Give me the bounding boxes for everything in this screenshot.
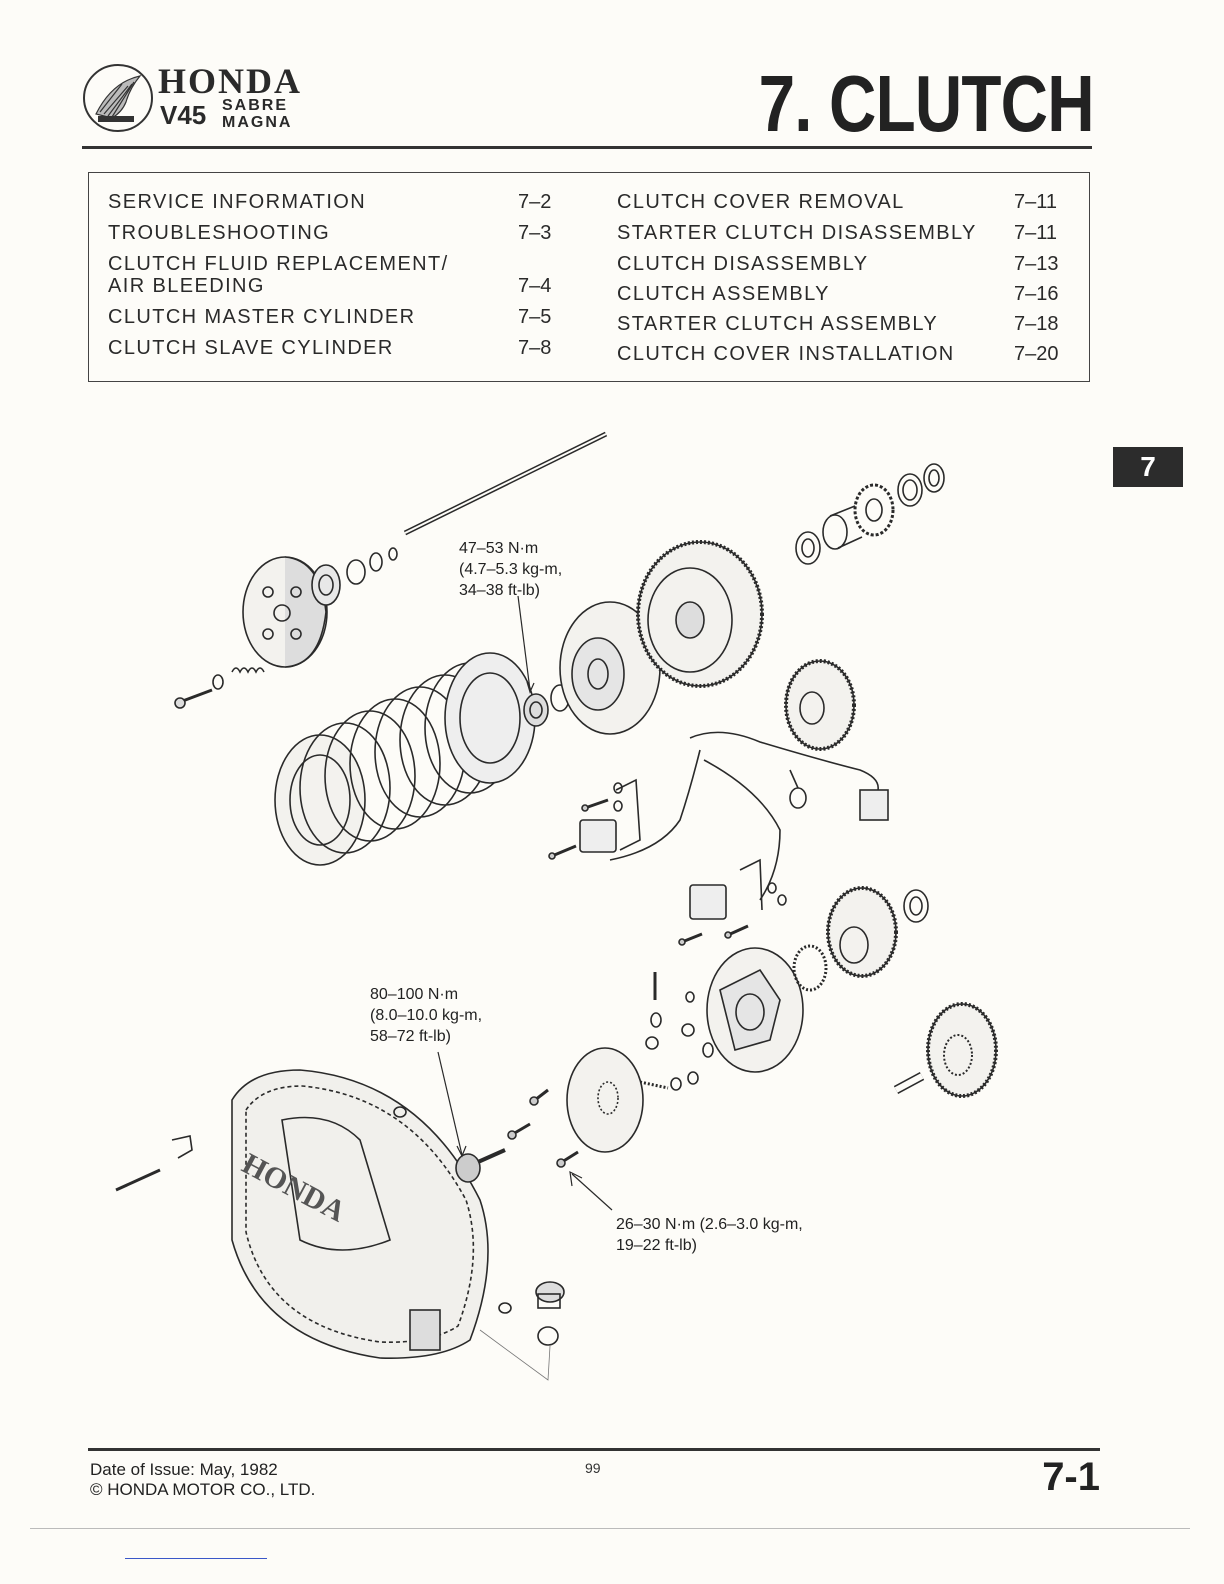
header-rule (82, 146, 1092, 149)
toc-entry-clutch-slave-cylinder[interactable]: CLUTCH SLAVE CYLINDER (108, 337, 394, 359)
cover-dowel-pins (393, 1106, 512, 1314)
pickup-mount-bolts (548, 782, 787, 946)
toc-page: 7–5 (518, 306, 552, 328)
pulse-generator-wiring (579, 731, 889, 920)
clutch-exploded-diagram: HONDA (115, 431, 998, 1381)
torque-callout-center-nut: 47–53 N·m (4.7–5.3 kg-m, 34–38 ft-lb) (459, 538, 562, 601)
toc-entry-troubleshooting[interactable]: TROUBLESHOOTING (108, 222, 331, 244)
toc-entry-starter-clutch-assembly[interactable]: STARTER CLUTCH ASSEMBLY (617, 313, 939, 335)
pressure-plate (242, 556, 328, 668)
thrust-washers (897, 463, 945, 507)
torque-line: 26–30 N·m (2.6–3.0 kg-m, (616, 1216, 803, 1233)
starter-drive-plate (566, 1047, 644, 1153)
toc-page: 7–3 (518, 222, 552, 244)
chapter-side-tab[interactable]: 7 (1113, 447, 1183, 487)
variant-sabre: SABRE (222, 97, 289, 114)
clutch-pushrod (403, 431, 608, 536)
toc-entry-clutch-fluid-replacement[interactable]: CLUTCH FLUID REPLACEMENT/ (108, 253, 449, 275)
clutch-plate-stack (274, 652, 536, 866)
toc-page: 7–4 (518, 275, 552, 297)
torque-line: 34–38 ft-lb) (459, 582, 540, 599)
toc-page: 7–2 (518, 191, 552, 213)
torque-line: 47–53 N·m (459, 540, 539, 557)
clutch-lock-nut (523, 684, 570, 727)
clutch-center (559, 601, 661, 735)
scan-edge-line (30, 1528, 1190, 1529)
oil-pump-drive-sprocket (853, 483, 895, 537)
starter-gear-washer (903, 889, 929, 923)
clutch-spring (212, 667, 265, 690)
toc-page: 7–16 (1014, 283, 1059, 305)
brand-name: HONDA (158, 61, 302, 101)
issue-date: Date of Issue: May, 1982 (90, 1460, 278, 1479)
clutch-bolt (174, 688, 213, 709)
model-variants: SABRE MAGNA (222, 97, 292, 131)
toc-entry-service-information[interactable]: SERVICE INFORMATION (108, 191, 367, 213)
copyright: © HONDA MOTOR CO., LTD. (90, 1480, 316, 1499)
footer-rule (88, 1448, 1100, 1451)
lifter-piece (346, 547, 398, 585)
starter-clutch-rollers (639, 972, 714, 1091)
needle-bearing (795, 531, 821, 565)
reduction-gear-shaft (893, 1072, 925, 1094)
right-crankcase-cover: HONDA (231, 1069, 489, 1359)
torque-callout-small-bolt: 26–30 N·m (2.6–3.0 kg-m, 19–22 ft-lb) (616, 1214, 803, 1256)
torque-line: 80–100 N·m (370, 986, 459, 1003)
starter-needle-bearing (792, 944, 828, 992)
model-name: V45 (160, 100, 207, 130)
toc-entry-starter-clutch-disassembly[interactable]: STARTER CLUTCH DISASSEMBLY (617, 222, 977, 244)
starter-clutch-outer (706, 947, 804, 1073)
toc-page: 7–11 (1014, 222, 1058, 244)
chapter-title: 7. CLUTCH (758, 59, 1095, 148)
starter-reduction-gear (926, 1002, 998, 1098)
starter-clutch-bolts (507, 1088, 579, 1168)
toc-page: 7–18 (1014, 313, 1059, 335)
honda-wing-emblem (83, 64, 153, 132)
torque-line: (4.7–5.3 kg-m, (459, 561, 563, 578)
toc-entry-clutch-cover-removal[interactable]: CLUTCH COVER REMOVAL (617, 191, 905, 213)
pressure-plate-bearing (311, 564, 341, 606)
toc-page: 7–8 (518, 337, 552, 359)
table-of-contents (88, 172, 1090, 382)
page-number: 99 (585, 1460, 601, 1476)
toc-entry-clutch-assembly[interactable]: CLUTCH ASSEMBLY (617, 283, 830, 305)
outer-guide-bushing (822, 505, 863, 550)
toc-page: 7–13 (1014, 253, 1059, 275)
toc-entry-clutch-master-cylinder[interactable]: CLUTCH MASTER CYLINDER (108, 306, 416, 328)
link-underline (125, 1558, 267, 1559)
toc-entry-clutch-cover-installation[interactable]: CLUTCH COVER INSTALLATION (617, 343, 955, 365)
torque-callout-bolt: 80–100 N·m (8.0–10.0 kg-m, 58–72 ft-lb) (370, 984, 482, 1047)
cover-bolt (455, 1148, 506, 1183)
section-page-number: 7-1 (1042, 1455, 1100, 1499)
toc-page: 7–20 (1014, 343, 1059, 365)
toc-entry-air-bleeding[interactable]: AIR BLEEDING (108, 275, 265, 297)
variant-magna: MAGNA (222, 114, 293, 131)
chapter-side-tab-label: 7 (1140, 451, 1156, 482)
toc-page: 7–11 (1014, 191, 1058, 213)
primary-drive-gear (784, 659, 856, 751)
starter-driven-gear (826, 886, 898, 978)
torque-line: 58–72 ft-lb) (370, 1028, 451, 1045)
oil-filler-cap (535, 1281, 565, 1346)
clutch-lever-arm (115, 1135, 193, 1192)
callout-leaders (437, 595, 613, 1381)
clutch-outer (636, 540, 764, 688)
torque-line: 19–22 ft-lb) (616, 1237, 697, 1254)
toc-entry-clutch-disassembly[interactable]: CLUTCH DISASSEMBLY (617, 253, 869, 275)
torque-line: (8.0–10.0 kg-m, (370, 1007, 483, 1024)
